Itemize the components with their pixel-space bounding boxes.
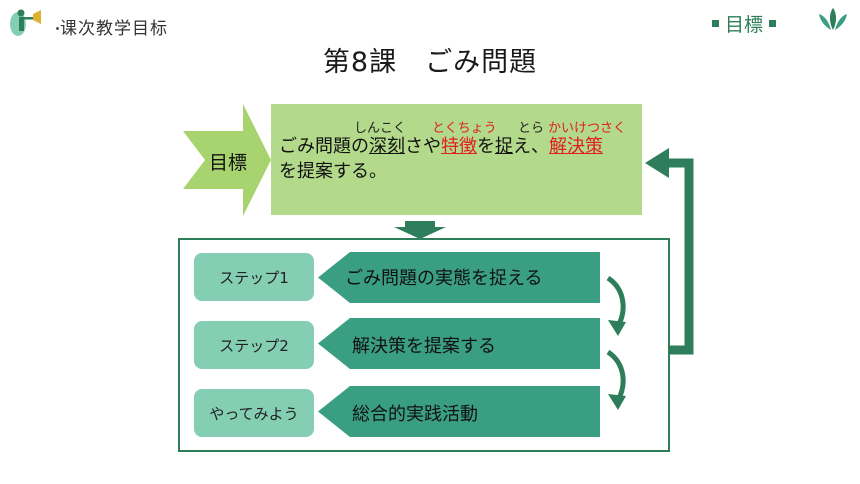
curved-arrow-icon xyxy=(606,350,626,410)
badge-left-square xyxy=(712,20,719,27)
step-3-bar xyxy=(318,386,600,437)
ruby-tora: とら xyxy=(518,121,545,136)
step-2-text: 解決策を提案する xyxy=(352,336,496,357)
step-3-text: 総合的実践活動 xyxy=(352,404,478,425)
goal-line-2: を提案する。 xyxy=(279,161,387,182)
presenter-icon xyxy=(10,9,41,36)
goal-word-kaiketsusaku: 解決策 xyxy=(549,136,603,157)
step-2-bar xyxy=(318,318,600,369)
step-3-pill: やってみよう xyxy=(194,389,314,437)
ruby-kaiketsusaku: かいけつさく xyxy=(548,121,627,136)
goal-part-3: を xyxy=(477,136,495,157)
goal-word-shinkoku: 深刻 xyxy=(369,136,405,157)
goal-badge: 目標 xyxy=(712,10,777,37)
step-1-bar xyxy=(318,252,600,303)
goal-text: ごみ問題の深刻さや特徴を捉え、解決策 を提案する。 xyxy=(279,134,603,184)
down-arrow xyxy=(394,221,446,239)
page-title: 第8課 ごみ問題 xyxy=(322,47,538,78)
goal-part-4: え、 xyxy=(513,136,549,157)
goal-part-1: ごみ問題の xyxy=(279,136,369,157)
goal-box: しんこく とくちょう とら かいけつさく ごみ問題の深刻さや特徴を捉え、解決策 … xyxy=(271,104,642,215)
section-label: 课次教学目标 xyxy=(60,19,168,39)
curved-arrow-icon xyxy=(606,276,626,336)
badge-right-square xyxy=(769,20,777,27)
ruby-shinkoku: しんこく xyxy=(354,121,407,136)
goal-tag-label: 目標 xyxy=(208,152,247,174)
goal-word-tora: 捉 xyxy=(495,136,513,157)
goal-tag-shape xyxy=(183,104,271,216)
goal-part-2: さや xyxy=(405,136,441,157)
leaf-icon xyxy=(819,8,847,30)
badge-label: 目標 xyxy=(725,14,764,36)
step-1-pill: ステップ1 xyxy=(194,253,314,301)
step-2-pill: ステップ2 xyxy=(194,321,314,369)
goal-word-tokuchou: 特徴 xyxy=(441,136,477,157)
ruby-tokuchou: とくちょう xyxy=(432,121,497,136)
step-1-text: ごみ問題の実態を捉える xyxy=(345,268,543,289)
header-bullet xyxy=(56,27,59,30)
